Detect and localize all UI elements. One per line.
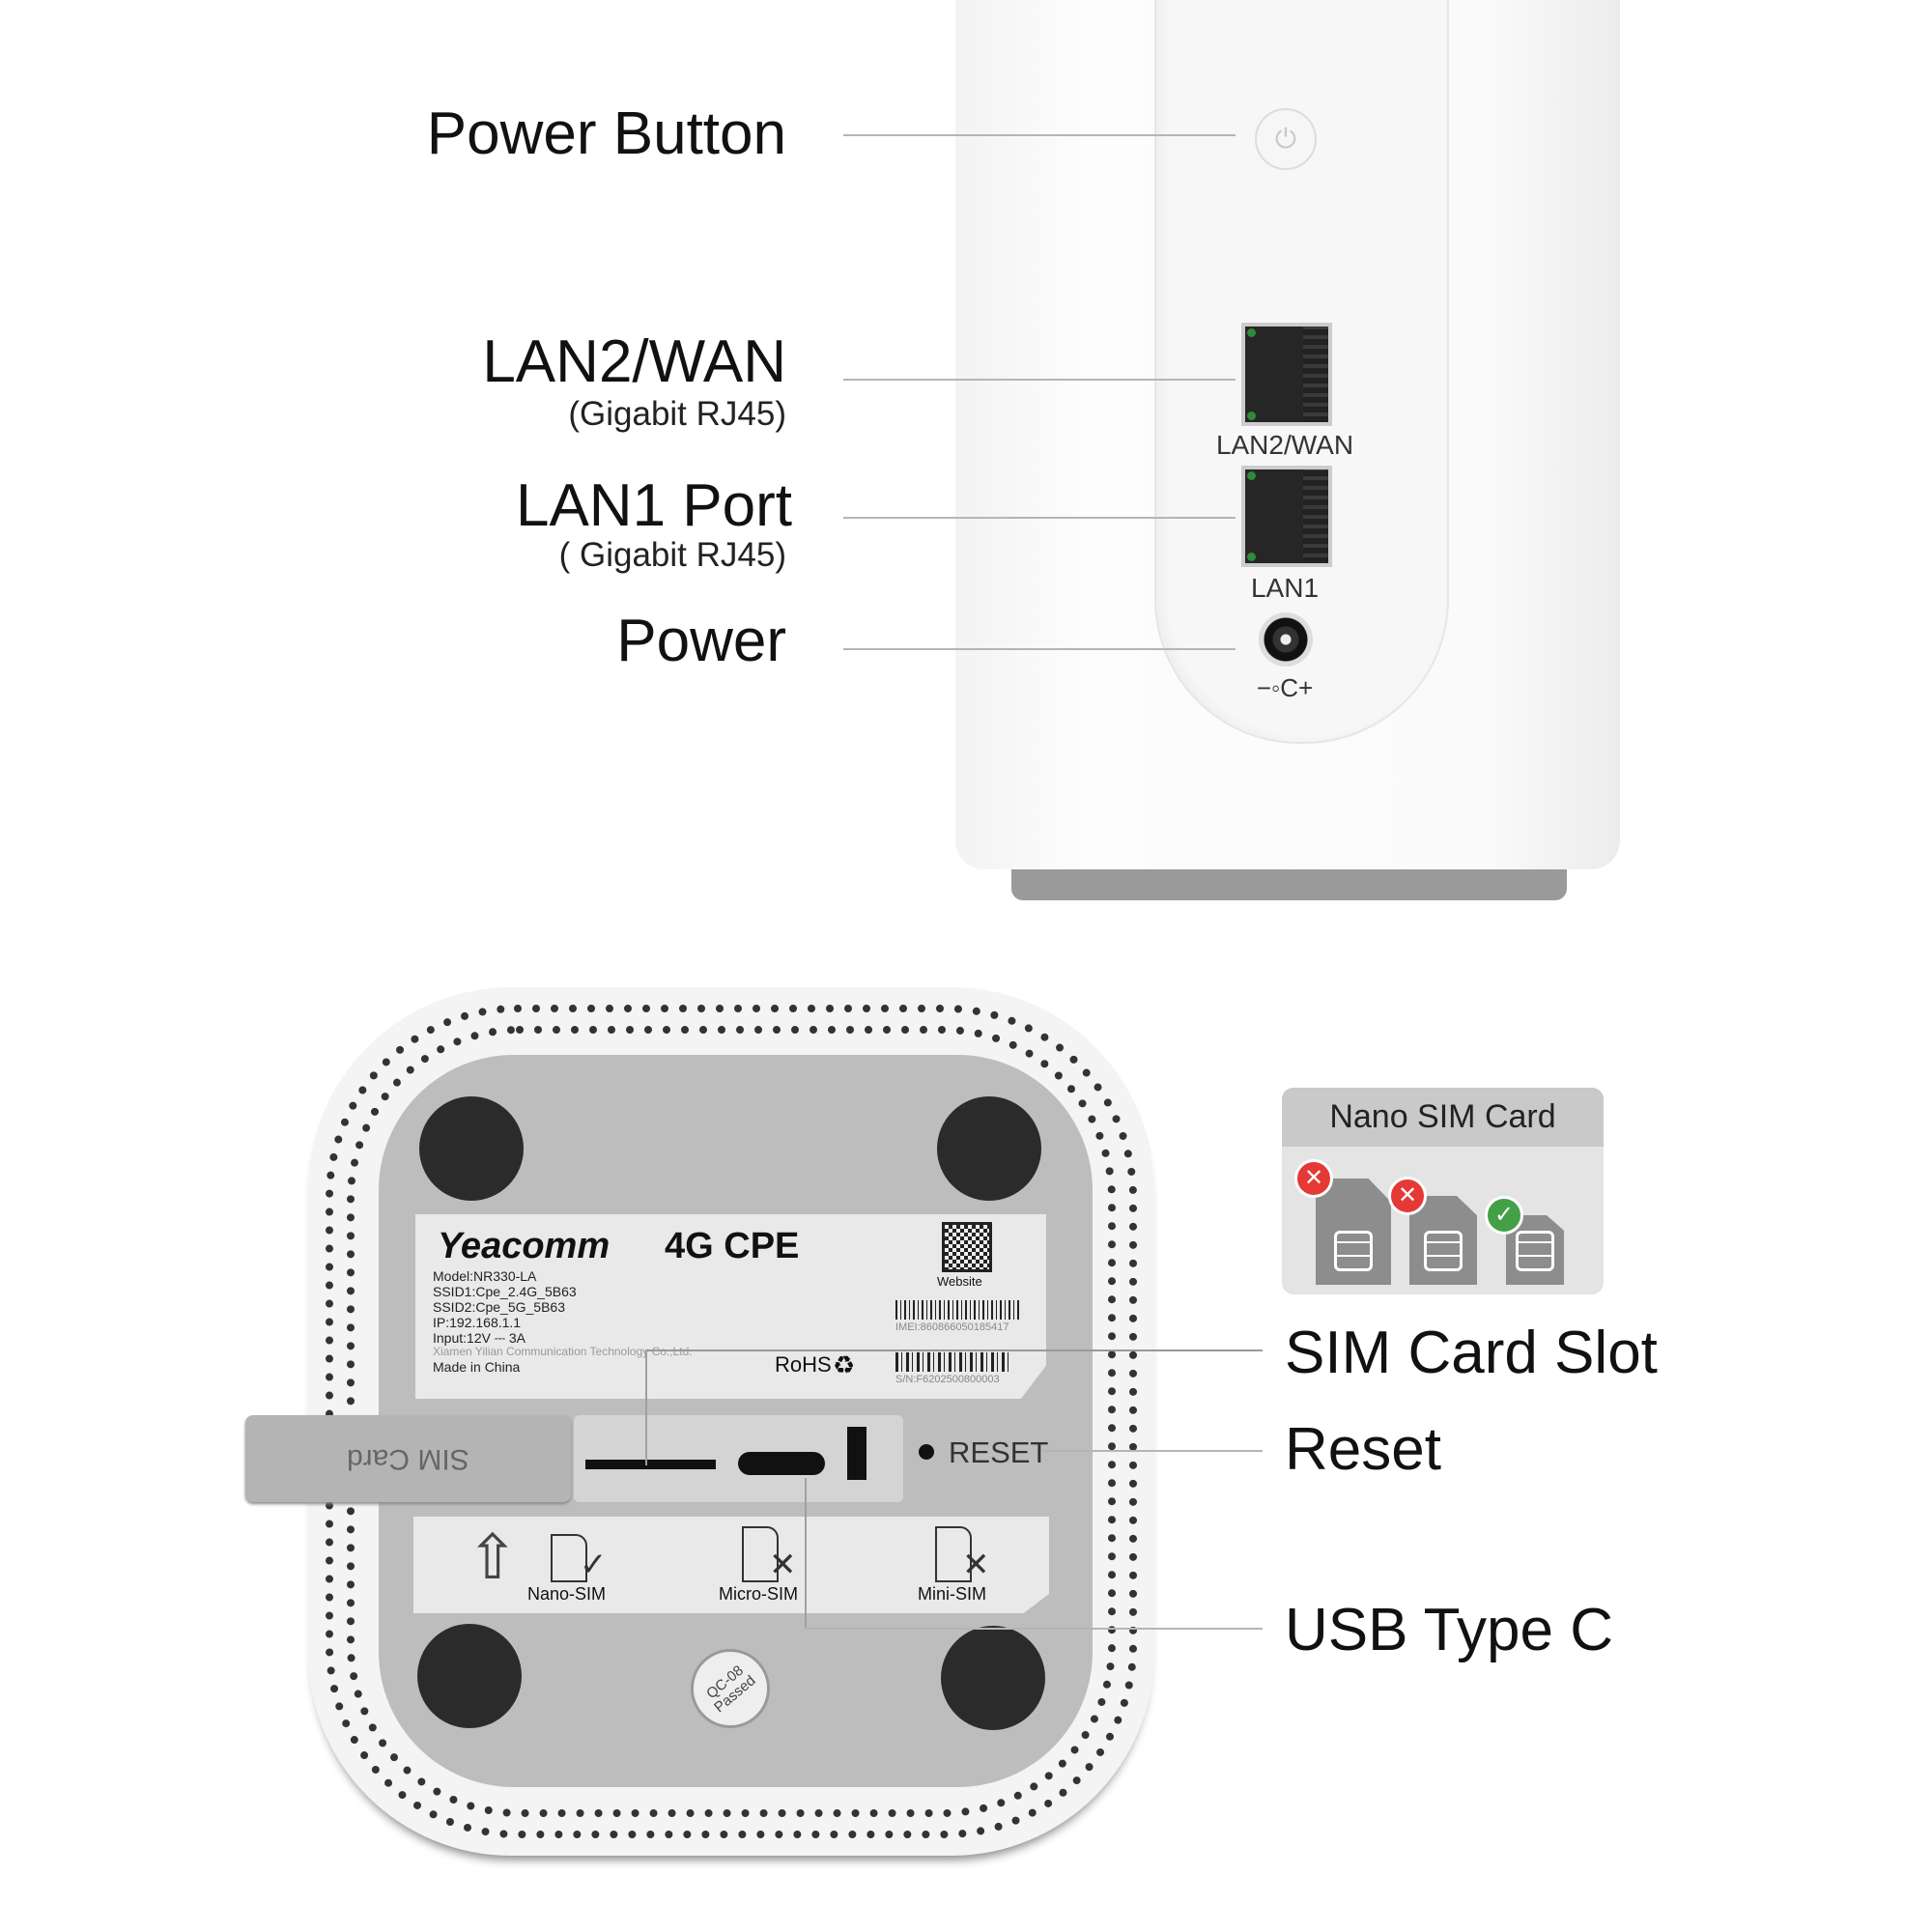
leader-line [645,1350,647,1465]
leader-line [645,1350,1263,1351]
lan2-wan-port[interactable] [1241,323,1332,426]
callout-usb: USB Type C [1285,1597,1614,1663]
reset-label: RESET [949,1435,1049,1469]
leader-line [843,648,1236,650]
recycle-icon: ♻ [833,1350,856,1379]
callout-power-button: Power Button [426,100,786,167]
sim-card-icon [1409,1196,1477,1285]
arrow-up-icon: ⇧ [467,1522,519,1592]
reset-hole[interactable] [847,1427,867,1480]
label-line: Xiamen Yilian Communication Technology C… [433,1345,693,1359]
label-line: IP:192.168.1.1 [433,1315,522,1331]
label-line: SSID1:Cpe_2.4G_5B63 [433,1284,577,1300]
leader-line [1042,1450,1263,1452]
sim-x-icon [935,1526,972,1582]
label-line: Input:12V ⎓ 3A [433,1330,526,1347]
slot-panel [574,1415,903,1502]
callout-lan1-sub: ( Gigabit RJ45) [558,536,786,574]
nano-sim-title: Nano SIM Card [1282,1088,1604,1147]
led-icon [1247,328,1256,337]
sim-card-slot[interactable] [585,1460,716,1469]
check-icon: ✓ [580,1547,608,1583]
sim-type: Mini-SIM [918,1584,986,1604]
leader-line [843,517,1236,519]
rubber-foot [937,1096,1041,1201]
cross-icon: ✕ [962,1547,990,1583]
sim-type: Nano-SIM [527,1584,607,1604]
leader-line [805,1628,1263,1630]
usb-c-port[interactable] [738,1452,825,1475]
barcode-icon [895,1352,1011,1372]
callout-power: Power [616,608,786,674]
leader-line [843,134,1236,136]
brand: Yeacomm [438,1226,611,1266]
sim-card-icon [1316,1179,1391,1285]
imei: IMEI:860866050185417 [895,1321,1009,1333]
rubber-foot [417,1624,522,1728]
sim-tray-tab[interactable]: SIM Card [245,1415,571,1502]
rubber-foot [941,1626,1045,1730]
callout-sim-slot: SIM Card Slot [1285,1320,1658,1386]
reset-dot-icon [919,1444,934,1460]
dc-power-jack[interactable] [1259,612,1313,667]
product-label: Yeacomm 4G CPE Model:NR330-LA SSID1:Cpe_… [415,1214,1046,1399]
sim-type: Micro-SIM [719,1584,798,1604]
rubber-foot [419,1096,524,1201]
barcode-icon [895,1300,1021,1320]
sim-ok-icon [551,1534,587,1582]
check-badge-icon: ✓ [1485,1196,1523,1235]
led-icon [1247,553,1256,561]
label-line: Made in China [433,1359,521,1376]
led-icon [1247,412,1256,420]
cross-icon: ✕ [769,1547,797,1583]
nano-sim-panel: Nano SIM Card ✕ ✕ ✓ [1282,1088,1604,1294]
sim-tab-label: SIM Card [347,1443,469,1475]
callout-lan2-wan: LAN2/WAN [482,328,786,395]
qr-caption: Website [937,1274,982,1289]
cross-badge-icon: ✕ [1294,1159,1333,1198]
dc-polarity-symbol: −◦C+ [1256,673,1314,702]
leader-line [843,379,1236,381]
label-line: Model:NR330-LA [433,1268,537,1284]
callout-reset: Reset [1285,1416,1441,1483]
led-icon [1247,471,1256,480]
sim-x-icon [742,1526,779,1582]
port-label-lan2-wan: LAN2/WAN [1215,430,1354,460]
power-button[interactable]: ⏻ [1255,108,1317,170]
leader-line [805,1478,807,1629]
rohs: RoHS [775,1352,832,1377]
lan1-port[interactable] [1241,466,1332,567]
product-name: 4G CPE [665,1226,800,1266]
callout-lan1: LAN1 Port [515,472,792,539]
sim-type-sticker: ⇧ ✓ Nano-SIM ✕ Micro-SIM ✕ Mini-SIM [413,1517,1049,1613]
serial-number: S/N:F6202500800003 [895,1374,1000,1385]
port-label-lan1: LAN1 [1250,573,1320,603]
power-icon: ⏻ [1274,123,1297,154]
callout-lan2-wan-sub: (Gigabit RJ45) [568,395,786,433]
cross-badge-icon: ✕ [1388,1177,1427,1215]
label-line: SSID2:Cpe_5G_5B63 [433,1299,565,1316]
qr-code-icon [942,1222,992,1272]
router-base [1011,869,1567,900]
